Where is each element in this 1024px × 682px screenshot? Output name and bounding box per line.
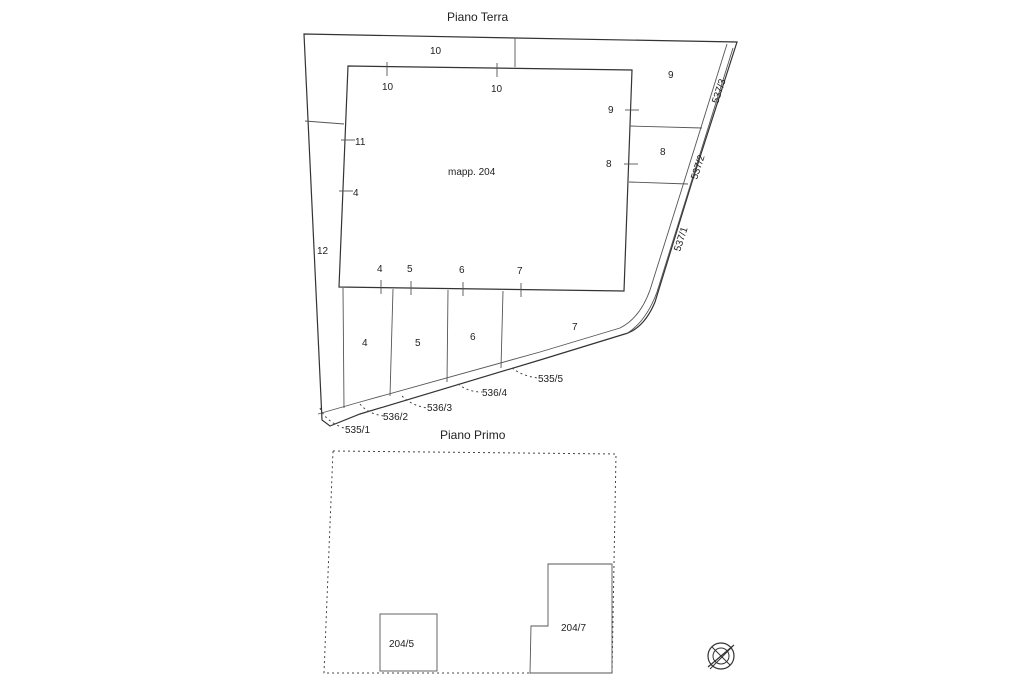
lot-5-label: 5 [415,338,421,349]
sub-parcel-537-1: 537/1 [672,225,690,253]
room-204-5-label: 204/5 [389,639,414,650]
tick-5-label: 5 [407,264,413,275]
divider-6-7 [500,290,504,369]
tick-7-label: 7 [517,266,523,277]
lot-7-label: 7 [572,322,578,333]
sub-parcel-536-4: 536/4 [482,388,507,399]
tick-4-side-label: 4 [353,188,359,199]
tick-11-label: 11 [355,137,366,148]
lot-6-label: 6 [470,332,476,343]
lot-9-label: 9 [668,70,674,81]
tick-6-label: 6 [459,265,465,276]
north-arrow-icon [707,642,735,670]
sub-parcel-537-3: 537/3 [710,77,728,105]
parcel-label: mapp. 204 [448,167,496,178]
ground-floor-plan: 10 10 10 9 9 8 8 11 4 12 mapp. 204 4 5 6… [303,33,738,436]
sub-parcel-536-3: 536/3 [427,403,452,414]
room-204-7-label: 204/7 [561,623,586,634]
road-edge-line [625,47,734,335]
divider-9-8 [629,125,703,129]
first-floor-plan: 204/5 204/7 [323,450,617,674]
sub-parcel-536-2: 536/2 [383,412,408,423]
road-inner-line [317,43,728,415]
divider-5-6 [446,289,449,383]
first-floor-outline [323,450,617,674]
lot-12-label: 12 [317,246,329,257]
building-204 [338,65,633,292]
sub-parcel-535-1: 535/1 [345,425,370,436]
tick-10-a-label: 10 [382,82,394,93]
divider-8-7 [628,181,689,185]
room-204-7 [529,563,613,674]
sub-parcel-leaders [319,367,539,429]
tick-10-b-label: 10 [491,84,503,95]
divider-10-12 [304,120,345,125]
lot-4-label: 4 [362,338,368,349]
lot-10-label: 10 [430,46,442,57]
outer-boundary [303,33,738,427]
tick-4-label: 4 [377,264,383,275]
room-204-5 [379,613,438,672]
divider-12-4 [342,287,345,409]
first-floor-title: Piano Primo [440,428,506,442]
lot-8-label: 8 [660,147,666,158]
ground-floor-title: Piano Terra [447,10,508,24]
divider-4-5 [389,288,394,397]
tick-8-label: 8 [606,159,612,170]
sub-parcel-537-2: 537/2 [689,153,707,181]
sub-parcel-535-5: 535/5 [538,374,563,385]
tick-marks [339,62,639,297]
tick-9-label: 9 [608,105,614,116]
